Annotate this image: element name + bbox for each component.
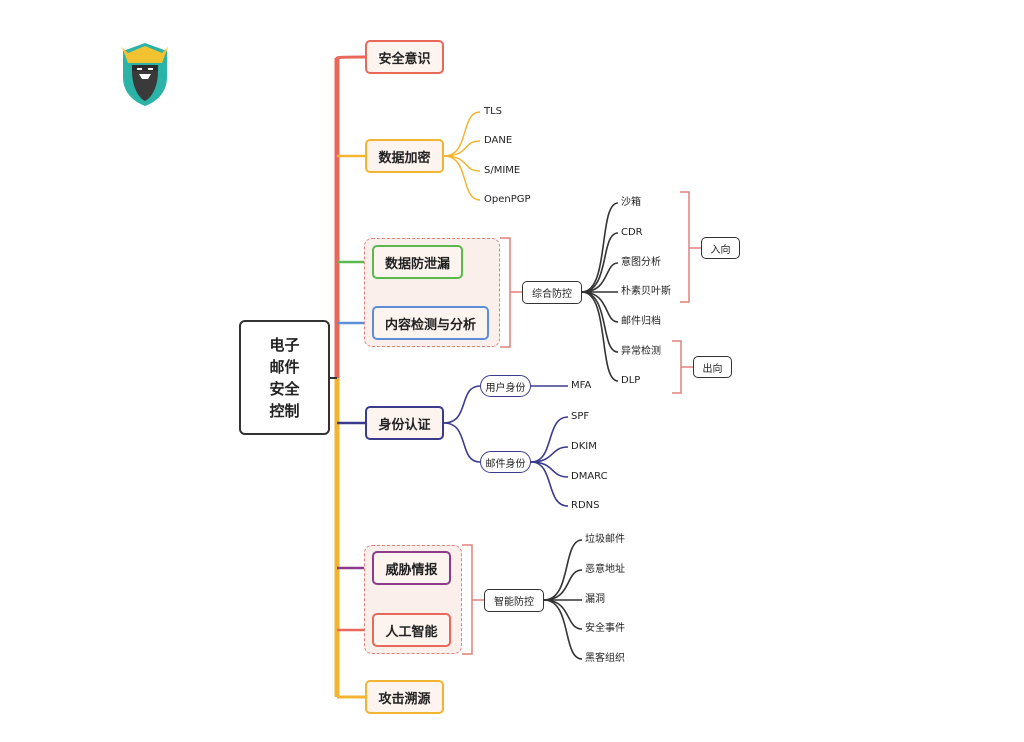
root-label: 电子邮件安全控制 <box>269 335 300 420</box>
smart-defense-label: 智能防控 <box>494 597 534 608</box>
branch-awareness-label: 安全意识 <box>378 51 431 67</box>
user-identity-node[interactable]: 用户身份 <box>480 375 531 397</box>
integrated-defense-label: 综合防控 <box>532 289 572 300</box>
encryption-item: OpenPGP <box>484 194 531 205</box>
auth-item: DMARC <box>571 471 608 482</box>
encryption-item: S/MIME <box>484 165 521 176</box>
defense-item: 朴素贝叶斯 <box>621 286 671 297</box>
helmet-logo-icon <box>122 43 168 106</box>
branch-dlp[interactable]: 数据防泄漏 <box>372 245 463 279</box>
branch-content[interactable]: 内容检测与分析 <box>372 306 489 340</box>
encryption-item: DANE <box>484 135 513 146</box>
auth-item: MFA <box>571 380 592 391</box>
outbound-tag[interactable]: 出向 <box>693 356 732 378</box>
outbound-label: 出向 <box>702 363 723 375</box>
encryption-item: TLS <box>484 106 503 117</box>
smart-item: 黑客组织 <box>585 653 625 664</box>
defense-item: DLP <box>621 375 641 386</box>
branch-traceback-label: 攻击溯源 <box>378 691 431 707</box>
branch-traceback[interactable]: 攻击溯源 <box>365 680 444 714</box>
defense-item: CDR <box>621 227 643 238</box>
smart-fan <box>543 539 583 660</box>
smart-item: 垃圾邮件 <box>585 534 625 545</box>
auth-item: DKIM <box>571 441 597 452</box>
defense-item: 意图分析 <box>621 257 661 268</box>
branch-threat-intel[interactable]: 威胁情报 <box>372 551 451 585</box>
user-identity-label: 用户身份 <box>485 382 526 394</box>
inbound-tag[interactable]: 入向 <box>701 237 740 259</box>
encryption-fan <box>443 111 481 201</box>
branch-threat-intel-label: 威胁情报 <box>385 562 438 578</box>
smart-item: 恶意地址 <box>585 564 625 575</box>
branch-content-label: 内容检测与分析 <box>384 317 476 333</box>
auth-item: SPF <box>571 411 590 422</box>
group-brackets <box>462 191 701 655</box>
branch-awareness[interactable]: 安全意识 <box>365 40 444 74</box>
branch-auth[interactable]: 身份认证 <box>365 406 444 440</box>
branch-encryption[interactable]: 数据加密 <box>365 139 444 173</box>
branch-auth-label: 身份认证 <box>378 417 431 433</box>
root-node[interactable]: 电子邮件安全控制 <box>239 320 330 435</box>
integrated-defense-node[interactable]: 综合防控 <box>522 281 582 304</box>
mail-identity-label: 邮件身份 <box>485 458 526 470</box>
mail-identity-node[interactable]: 邮件身份 <box>480 451 531 473</box>
link-awareness <box>335 55 366 60</box>
integrated-fan <box>581 202 619 382</box>
inbound-label: 入向 <box>710 244 731 256</box>
branch-encryption-label: 数据加密 <box>378 150 431 166</box>
branch-ai-label: 人工智能 <box>385 624 438 640</box>
defense-item: 邮件归档 <box>621 316 661 327</box>
smart-defense-node[interactable]: 智能防控 <box>484 589 544 612</box>
defense-item: 沙箱 <box>621 197 641 208</box>
defense-item: 异常检测 <box>621 346 661 357</box>
smart-item: 漏洞 <box>585 594 605 605</box>
auth-fan <box>443 385 569 507</box>
auth-item: RDNS <box>571 500 600 511</box>
smart-item: 安全事件 <box>585 623 625 634</box>
branch-dlp-label: 数据防泄漏 <box>384 256 450 272</box>
branch-ai[interactable]: 人工智能 <box>372 613 451 647</box>
